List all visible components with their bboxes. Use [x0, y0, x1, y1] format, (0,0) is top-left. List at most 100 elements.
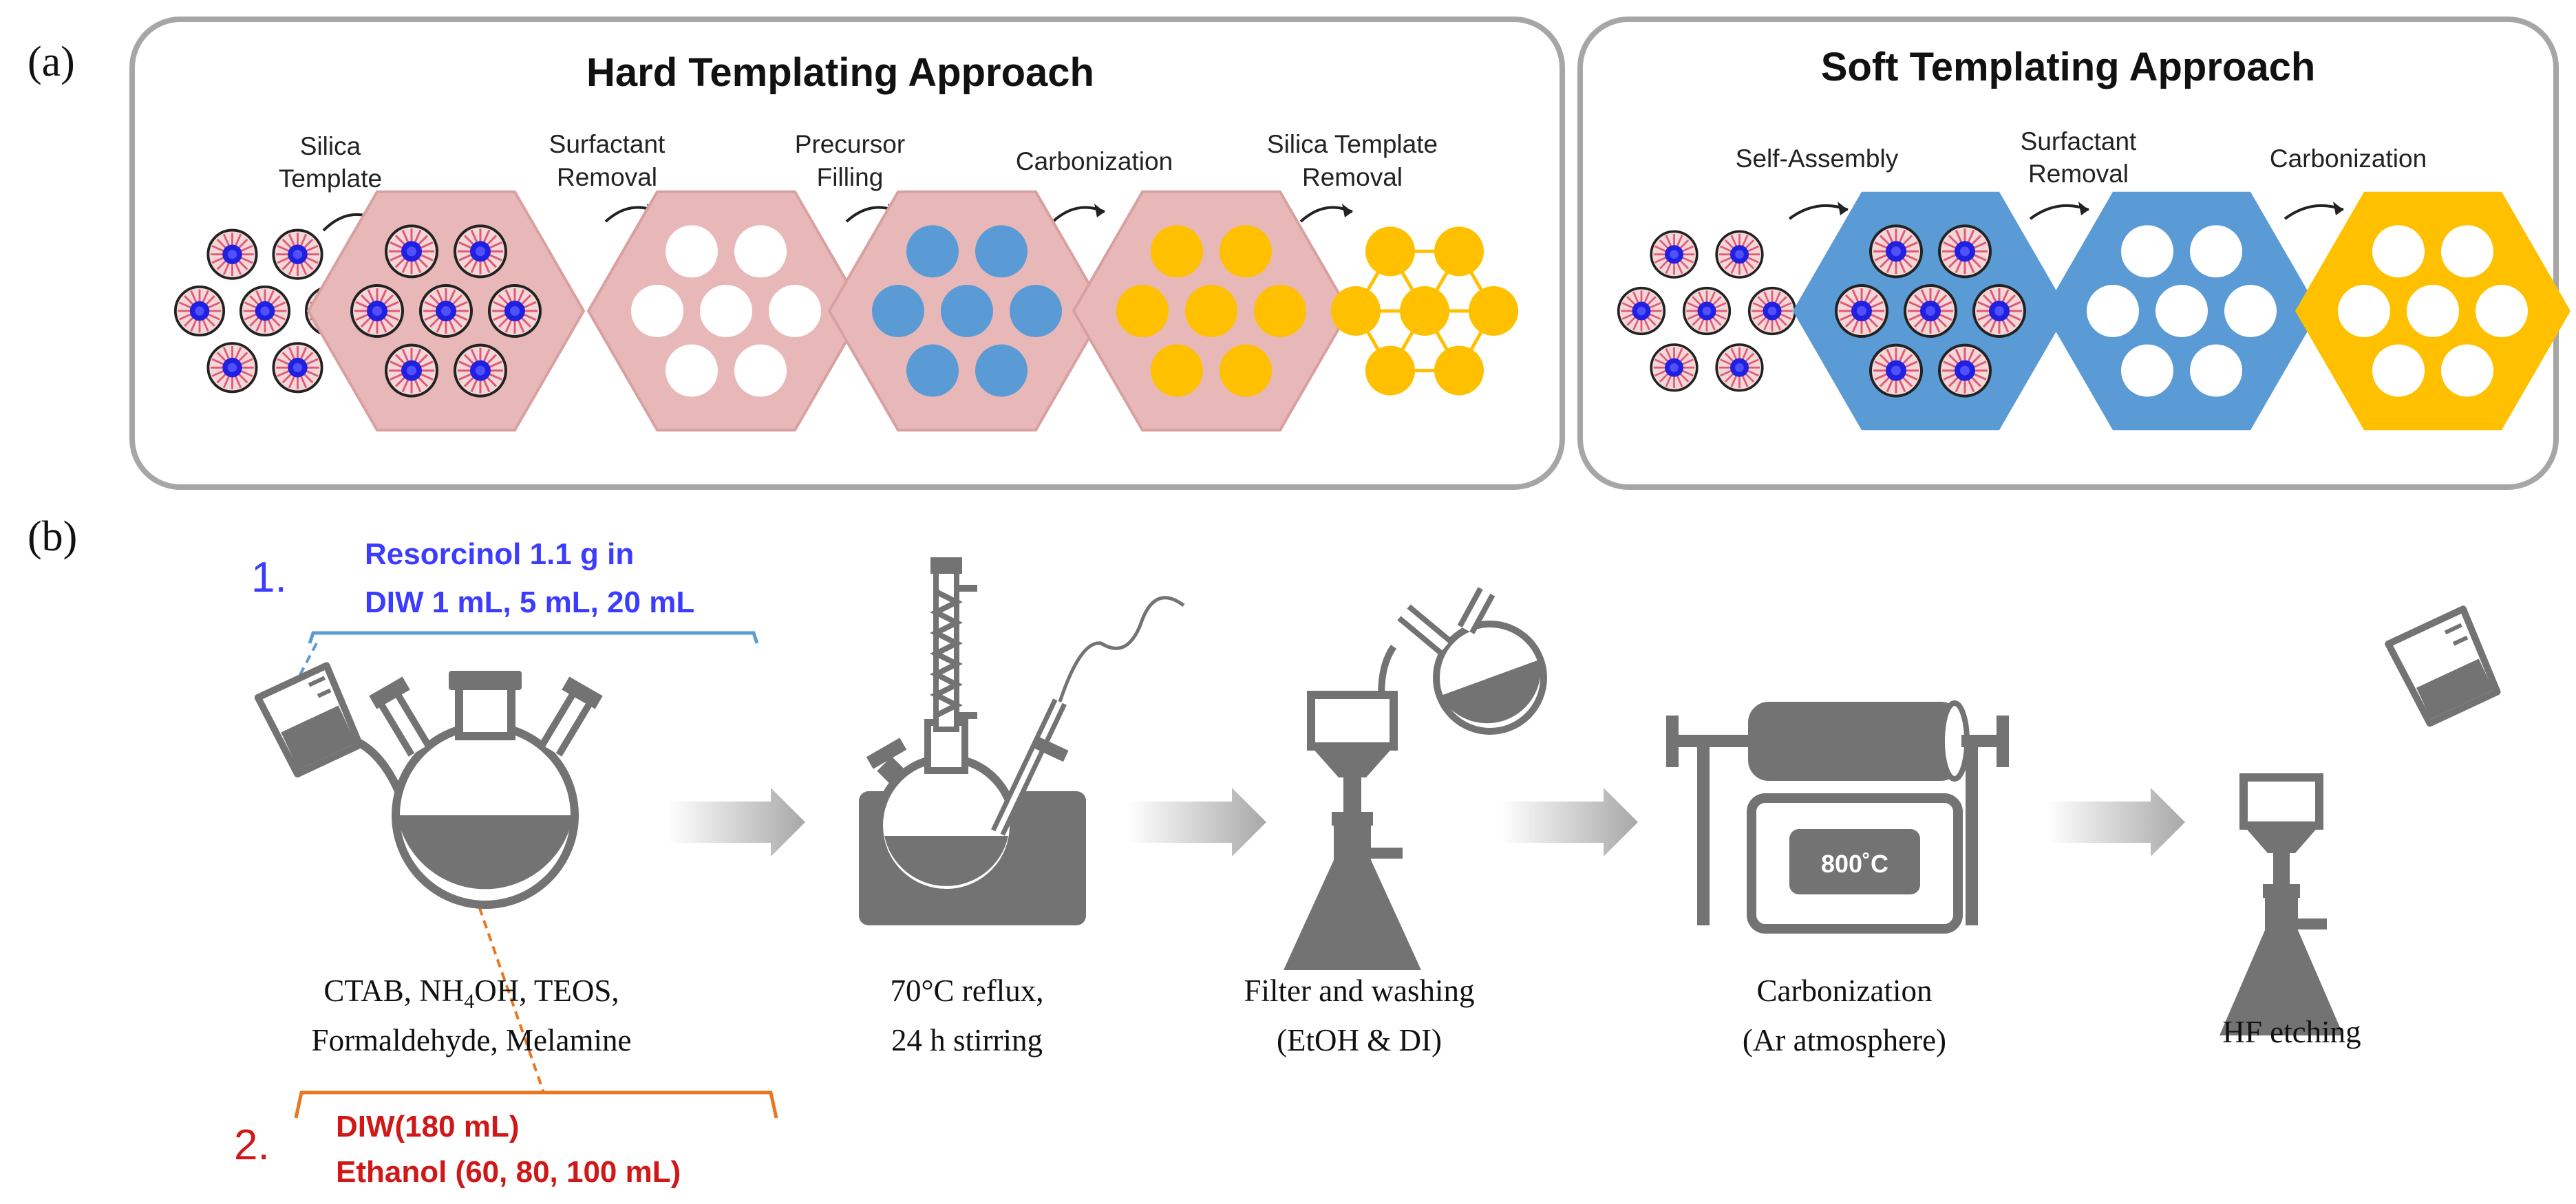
soft-templating-title: Soft Templating Approach — [1821, 45, 2316, 89]
empty-pore-6 — [666, 344, 718, 397]
hard-step-label-5: Silica Template Removal — [1267, 130, 1438, 191]
assembled-micelle-1 — [1869, 224, 1923, 279]
soft-step-label-2: Surfactant Removal — [2021, 127, 2137, 188]
templated-micelle-5 — [488, 284, 542, 338]
caption-1-line-1: CTAB, NH4OH, TEOS, — [323, 974, 619, 1013]
filter-washing-icon — [1284, 587, 1547, 970]
soft-empty-pore-4 — [2155, 285, 2208, 337]
empty-pore-7 — [734, 344, 787, 397]
caption-3-line-1: Filter and washing — [1244, 974, 1475, 1008]
soft-empty-pore-5 — [2224, 285, 2277, 337]
silica-micelle-2 — [272, 228, 323, 280]
hard-step-label-3: Precursor Filling — [795, 130, 905, 191]
caption-2-line-1: 70°C reflux, — [891, 974, 1044, 1008]
soft-empty-pore-2 — [2190, 225, 2242, 278]
silica-micelle-1 — [206, 228, 258, 280]
carbon-replica-node-1 — [1365, 226, 1415, 277]
hexagonal-structures — [173, 190, 2570, 432]
caption-4-line-1: Carbonization — [1757, 974, 1933, 1008]
carbon-replica-node-7 — [1434, 345, 1484, 396]
hard-step-label-1: Silica Template — [279, 132, 382, 193]
hard-step-5-line-2: Removal — [1302, 163, 1403, 191]
precursor-pore-3 — [872, 285, 924, 337]
mesoporous-carbon-pore-5 — [2476, 285, 2528, 337]
caption-1-line-2: Formaldehyde, Melamine — [312, 1023, 632, 1057]
process-arrows — [668, 788, 2185, 857]
assembled-micelle-2 — [1938, 224, 1992, 279]
precursor-pore-1 — [906, 225, 959, 278]
process-arrow-3 — [1500, 788, 1638, 857]
note-2-bracket — [294, 1090, 778, 1119]
precursor-pore-5 — [1010, 285, 1062, 337]
soft-empty-pore-7 — [2190, 344, 2242, 397]
note-2-line-2: Ethanol (60, 80, 100 mL) — [336, 1155, 681, 1189]
process-arrow-1 — [668, 788, 805, 857]
mesoporous-carbon-pore-2 — [2441, 225, 2493, 278]
assembled-micelle-7 — [1938, 343, 1992, 398]
caption-step-3: Filter and washing (EtOH & DI) — [1244, 974, 1475, 1057]
silica-micelle-6 — [206, 342, 258, 394]
process-arrow-4 — [2047, 788, 2185, 857]
mesoporous-carbon-pore-7 — [2441, 344, 2493, 397]
soft-micelle-7 — [1715, 343, 1764, 392]
note-2-number: 2. — [234, 1121, 270, 1169]
caption-3-line-2: (EtOH & DI) — [1277, 1023, 1442, 1057]
empty-pore-3 — [631, 285, 683, 337]
assembled-micelle-4 — [1904, 284, 1957, 338]
pouring-beaker-icon — [254, 662, 363, 778]
three-neck-flask-with-beaker — [254, 662, 603, 909]
hard-step-3-line-1: Precursor — [795, 130, 905, 158]
silica-micelle-3 — [173, 285, 226, 337]
carbon-pore-7 — [1220, 344, 1272, 397]
hard-step-2-line-1: Surfactant — [549, 130, 666, 158]
mesoporous-carbon-pore-6 — [2372, 344, 2425, 397]
caption-step-2: 70°C reflux, 24 h stirring — [891, 974, 1044, 1057]
hard-templating-title: Hard Templating Approach — [586, 50, 1094, 95]
furnace-temperature: 800˚C — [1821, 850, 1888, 878]
panel-b-label: (b) — [28, 513, 77, 560]
caption-step-5: HF etching — [2222, 1015, 2361, 1049]
soft-step-label-1: Self-Assembly — [1736, 144, 1899, 173]
soft-micelle-3 — [1617, 286, 1666, 336]
caption-step-1: CTAB, NH4OH, TEOS, Formaldehyde, Melamin… — [312, 974, 632, 1057]
precursor-pore-7 — [975, 344, 1028, 397]
carbon-replica-node-2 — [1434, 226, 1484, 277]
note-2-leader — [473, 894, 545, 1093]
hard-step-5-line-1: Silica Template — [1267, 130, 1438, 158]
hf-etching-icon — [2220, 605, 2501, 1035]
mesoporous-carbon-pore-3 — [2338, 285, 2390, 337]
assembled-micelle-6 — [1869, 343, 1923, 398]
carbon-pore-2 — [1220, 225, 1272, 278]
reflux-setup-icon — [859, 557, 1185, 925]
carbon-pore-1 — [1151, 225, 1203, 278]
precursor-pore-4 — [941, 285, 993, 337]
templated-micelle-3 — [350, 284, 404, 338]
carbon-pore-5 — [1254, 285, 1306, 337]
hf-beaker-icon — [2385, 605, 2501, 727]
caption-4-line-2: (Ar atmosphere) — [1743, 1023, 1946, 1057]
precursor-pore-6 — [906, 344, 959, 397]
tube-furnace-icon: 800˚C — [1666, 700, 2009, 934]
carbon-replica-node-6 — [1365, 345, 1415, 396]
empty-pore-1 — [666, 225, 718, 278]
templated-micelle-7 — [454, 343, 507, 398]
note-1-bracket — [308, 631, 759, 644]
soft-micelle-2 — [1715, 230, 1764, 279]
empty-pore-5 — [769, 285, 821, 337]
carbon-pore-3 — [1116, 285, 1169, 337]
panel-a-label: (a) — [28, 39, 75, 85]
hard-step-label-2: Surfactant Removal — [549, 130, 666, 191]
soft-empty-pore-3 — [2087, 285, 2139, 337]
note-1-line-1: Resorcinol 1.1 g in — [365, 537, 634, 571]
caption-5-line-1: HF etching — [2222, 1015, 2361, 1049]
soft-step-2-line-1: Surfactant — [2021, 127, 2137, 155]
soft-step-label-3: Carbonization — [2270, 144, 2427, 173]
soft-empty-pore-6 — [2121, 344, 2173, 397]
hard-step-1-line-1: Silica — [300, 132, 361, 160]
soft-step-2-line-2: Removal — [2028, 160, 2129, 188]
note-1-line-2: DIW 1 mL, 5 mL, 20 mL — [365, 585, 694, 619]
hard-step-1-line-2: Template — [279, 164, 382, 193]
soft-micelle-5 — [1747, 286, 1797, 336]
note-1-number: 1. — [251, 554, 287, 601]
assembled-micelle-5 — [1972, 284, 2026, 338]
